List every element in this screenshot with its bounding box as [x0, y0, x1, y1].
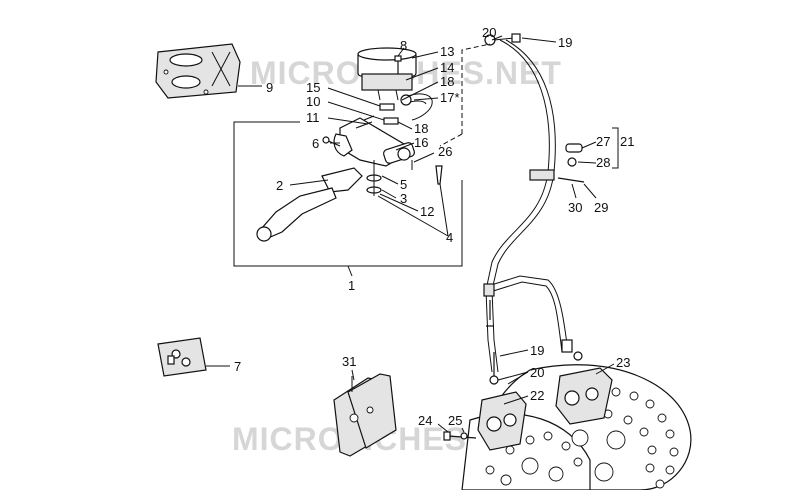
kit-9-illustration	[155, 43, 262, 99]
callout-31: 31	[342, 354, 356, 369]
callout-19-upper: 19	[558, 35, 572, 50]
callout-27: 27	[596, 134, 610, 149]
callout-17: 17*	[440, 90, 460, 105]
callout-30: 30	[568, 200, 582, 215]
callout-8: 8	[400, 38, 407, 53]
callout-14: 14	[440, 60, 454, 75]
callout-13: 13	[440, 44, 454, 59]
callout-24: 24	[418, 413, 432, 428]
callout-5: 5	[400, 177, 407, 192]
callout-15: 15	[306, 80, 320, 95]
callout-28: 28	[596, 155, 610, 170]
callout-23: 23	[616, 355, 630, 370]
kit-7-illustration	[157, 337, 230, 377]
callout-18-lower: 18	[414, 121, 428, 136]
callout-12: 12	[420, 204, 434, 219]
callout-16: 16	[414, 135, 428, 150]
callout-20-upper: 20	[482, 25, 496, 40]
callout-labels: 1 2 3 4 5 6 7 8 9 10 11 12 13 14 15 16 1…	[234, 25, 634, 428]
callout-29: 29	[594, 200, 608, 215]
callout-10: 10	[306, 94, 320, 109]
assembly-1-bracket	[233, 121, 463, 267]
callout-11: 11	[306, 110, 320, 125]
callout-25: 25	[448, 413, 462, 428]
callout-19-lower: 19	[530, 343, 544, 358]
callout-18-upper: 18	[440, 74, 454, 89]
callout-4: 4	[446, 230, 453, 245]
callout-6: 6	[312, 136, 319, 151]
callout-7: 7	[234, 359, 241, 374]
callout-20-lower: 20	[530, 365, 544, 380]
callout-22: 22	[530, 388, 544, 403]
callout-3: 3	[400, 191, 407, 206]
caliper-disc-illustration	[443, 364, 692, 490]
callout-9: 9	[266, 80, 273, 95]
callout-26: 26	[438, 144, 452, 159]
leader-lines	[289, 35, 619, 433]
callout-21: 21	[620, 134, 634, 149]
brake-hose-illustration	[483, 33, 585, 385]
callout-1: 1	[348, 278, 355, 293]
callout-2: 2	[276, 178, 283, 193]
brake-pads-31-illustration	[333, 373, 397, 457]
